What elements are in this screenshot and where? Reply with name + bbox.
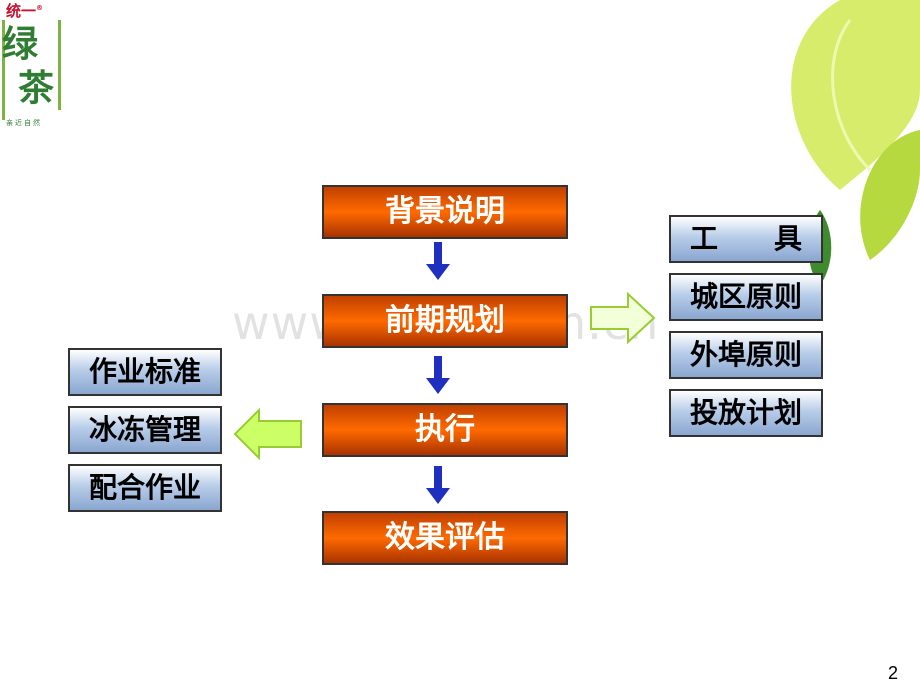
logo-character-2: 茶: [18, 67, 55, 109]
down-arrow-icon: [426, 356, 450, 394]
leaf-vein: [831, 19, 872, 172]
page-number: 2: [887, 663, 898, 683]
left-item-work-standard: 作业标准: [68, 348, 222, 396]
leaf-medium: [860, 130, 920, 260]
right-item-outer-principle: 外埠原则: [669, 331, 823, 379]
down-arrow-icon: [426, 466, 450, 504]
left-item-freezer-management: 冰冻管理: [68, 406, 222, 454]
leaf-large: [791, 0, 920, 190]
right-item-tools: 工 具: [669, 215, 823, 263]
left-item-cooperation: 配合作业: [68, 464, 222, 512]
logo-trademark: ®: [36, 4, 44, 12]
logo-frame-left: [2, 20, 5, 120]
down-arrow-icon: [426, 242, 450, 280]
step-planning: 前期规划: [322, 294, 568, 348]
step-evaluation: 效果评估: [322, 511, 568, 565]
right-arrow-icon: [590, 292, 656, 344]
left-arrow-icon: [233, 408, 302, 460]
right-item-urban-principle: 城区原则: [669, 273, 823, 321]
logo-slogan: 亲近自然: [6, 119, 42, 127]
step-execution: 执行: [322, 403, 568, 457]
logo-brand: 统一®: [6, 0, 43, 21]
right-item-placement-plan: 投放计划: [669, 389, 823, 437]
step-background: 背景说明: [322, 185, 568, 239]
brand-logo: 统一® 绿 茶 亲近自然: [0, 0, 70, 132]
logo-brand-text: 统一: [6, 2, 37, 20]
logo-frame-right: [58, 20, 61, 110]
logo-character-1: 绿: [2, 23, 39, 65]
